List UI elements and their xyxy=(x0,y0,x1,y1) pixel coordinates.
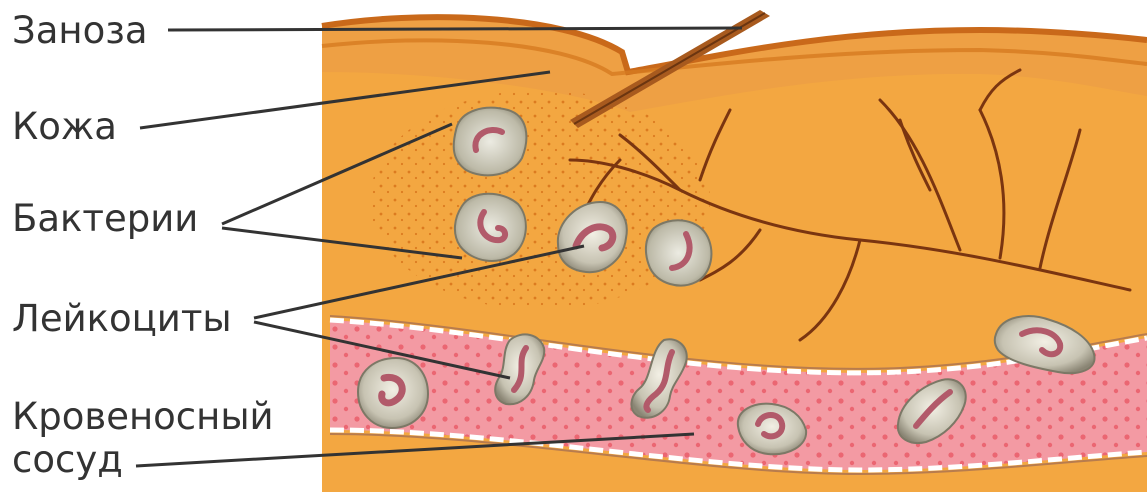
label-leukocytes: Лейкоциты xyxy=(12,298,232,341)
label-splinter: Заноза xyxy=(12,10,148,53)
leader-splinter xyxy=(168,28,742,30)
label-blood-vessel-line2: сосуд xyxy=(12,439,274,482)
label-bacteria: Бактерии xyxy=(12,198,198,241)
label-skin: Кожа xyxy=(12,106,117,149)
bacterium xyxy=(454,108,527,176)
label-blood-vessel-line1: Кровеносный xyxy=(12,396,274,439)
bacterium xyxy=(646,220,712,285)
bacterium xyxy=(455,194,526,261)
label-blood-vessel: Кровеносный сосуд xyxy=(12,396,274,481)
leukocyte xyxy=(358,358,428,428)
